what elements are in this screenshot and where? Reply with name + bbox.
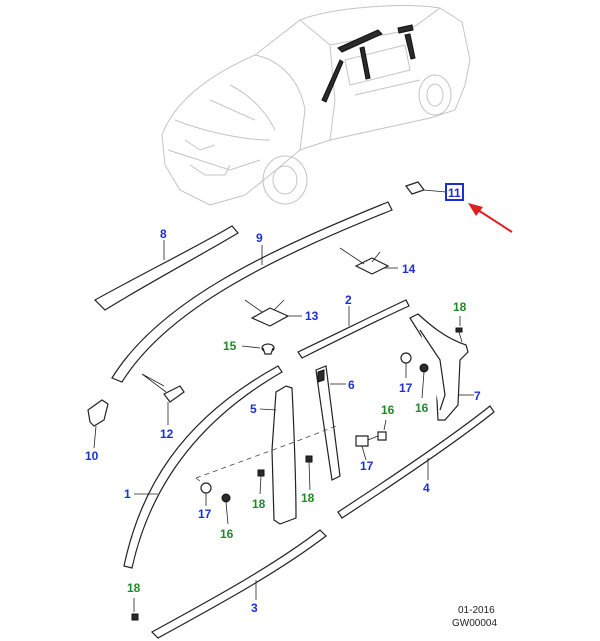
- part-7-quarter-trim[interactable]: [409, 313, 474, 421]
- callout-13[interactable]: 13: [305, 309, 319, 323]
- part-11-clip[interactable]: [405, 181, 447, 195]
- fastener-16-c[interactable]: [221, 493, 231, 525]
- part-9-roof-moulding[interactable]: [111, 201, 393, 383]
- callout-11[interactable]: 11: [448, 186, 461, 200]
- callout-12[interactable]: 12: [160, 427, 174, 441]
- part-3-sill-moulding[interactable]: [151, 529, 327, 639]
- part-4-moulding[interactable]: [337, 405, 495, 519]
- callout-17-a[interactable]: 17: [399, 381, 413, 395]
- part-13-bracket[interactable]: [244, 299, 302, 327]
- callout-17-c[interactable]: 17: [198, 507, 212, 521]
- part-15-grommet[interactable]: [241, 343, 275, 355]
- callout-8[interactable]: 8: [160, 227, 167, 241]
- part-1-finisher[interactable]: [123, 365, 283, 569]
- red-arrow: [468, 203, 513, 233]
- callout-18-d[interactable]: 18: [127, 581, 141, 595]
- callout-3[interactable]: 3: [251, 601, 258, 615]
- callout-18-c[interactable]: 18: [252, 497, 266, 511]
- callout-14[interactable]: 14: [402, 262, 416, 276]
- callout-2[interactable]: 2: [345, 293, 352, 307]
- part-14-bracket[interactable]: [339, 247, 398, 275]
- callout-18-a[interactable]: 18: [453, 300, 467, 314]
- vehicle-illustration: [161, 5, 471, 206]
- part-12-clip[interactable]: [163, 385, 185, 425]
- fastener-17-c[interactable]: [200, 482, 212, 506]
- callout-6[interactable]: 6: [348, 378, 355, 392]
- callout-10[interactable]: 10: [85, 449, 99, 463]
- vehicle-highlighted-mouldings: [321, 24, 416, 103]
- part-12-leader: [141, 373, 167, 393]
- highlight-box: [445, 183, 464, 201]
- part-8-moulding[interactable]: [94, 225, 239, 311]
- footer-code: GW00004: [452, 618, 497, 629]
- fastener-18-c[interactable]: [257, 469, 265, 495]
- callout-9[interactable]: 9: [256, 231, 263, 245]
- callout-16-c[interactable]: 16: [220, 527, 234, 541]
- callout-7[interactable]: 7: [474, 389, 481, 403]
- fastener-16-a[interactable]: [419, 363, 429, 399]
- fastener-16-b[interactable]: [377, 419, 387, 441]
- callout-18-b[interactable]: 18: [301, 491, 315, 505]
- callout-16-b[interactable]: 16: [381, 403, 395, 417]
- callout-17-b[interactable]: 17: [360, 459, 374, 473]
- part-5-pillar-trim[interactable]: [259, 385, 297, 525]
- footer-date: 01-2016: [458, 605, 495, 616]
- part-2-moulding[interactable]: [297, 299, 410, 359]
- fastener-18-a[interactable]: [455, 316, 463, 343]
- fastener-18-b[interactable]: [305, 455, 313, 491]
- fastener-17-a[interactable]: [400, 352, 412, 378]
- assembly-line: [195, 425, 337, 479]
- callout-4[interactable]: 4: [423, 481, 430, 495]
- part-6-pillar-trim[interactable]: [315, 365, 346, 481]
- callout-1[interactable]: 1: [124, 487, 131, 501]
- fastener-17-b[interactable]: [355, 435, 379, 461]
- part-10-clip[interactable]: [87, 399, 109, 449]
- callout-16-a[interactable]: 16: [415, 401, 429, 415]
- fastener-18-d[interactable]: [131, 598, 139, 621]
- callout-5[interactable]: 5: [250, 402, 257, 416]
- callout-15[interactable]: 15: [223, 339, 237, 353]
